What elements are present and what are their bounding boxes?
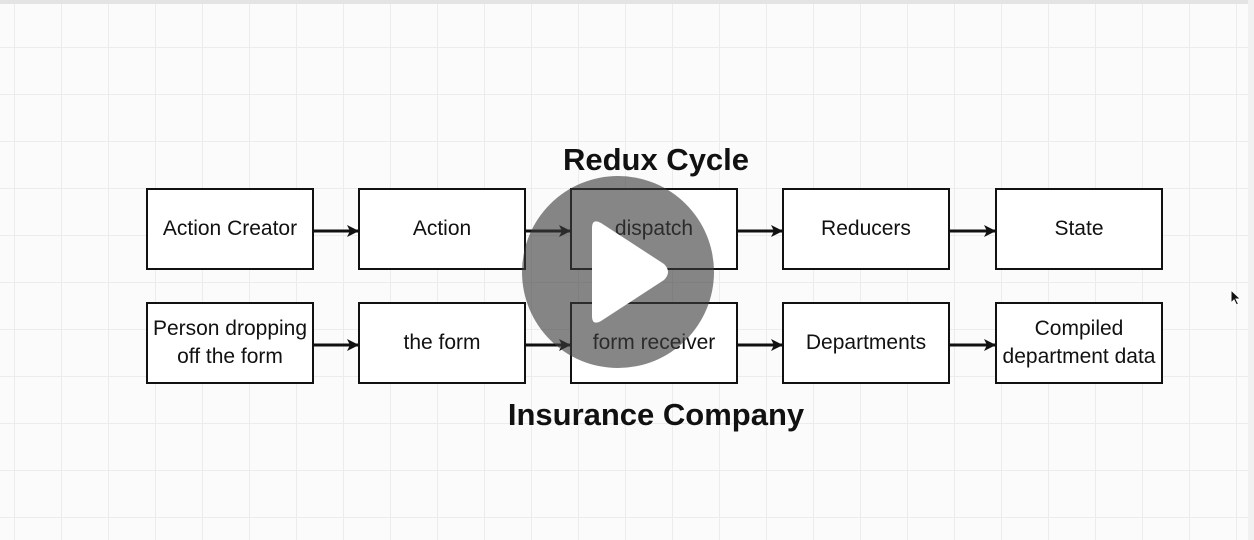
box-departments: Departments xyxy=(782,302,950,384)
box-label: Action Creator xyxy=(162,217,298,240)
box-action-creator: Action Creator xyxy=(146,188,314,270)
play-icon xyxy=(592,221,668,323)
box-compiled-department-data: Compiled department data xyxy=(995,302,1163,384)
right-edge xyxy=(1248,0,1254,540)
box-person-dropping-off: Person dropping off the form xyxy=(146,302,314,384)
box-label: State xyxy=(1054,217,1104,240)
box-reducers: Reducers xyxy=(782,188,950,270)
box-the-form: the form xyxy=(358,302,526,384)
box-label: Person dropping off the form xyxy=(152,317,308,368)
box-action: Action xyxy=(358,188,526,270)
box-label: Action xyxy=(412,217,472,240)
mouse-pointer-icon xyxy=(1230,289,1242,306)
box-label: Compiled department data xyxy=(1002,317,1156,368)
box-state: State xyxy=(995,188,1163,270)
box-label: Departments xyxy=(805,331,927,354)
top-border xyxy=(0,0,1254,4)
box-label: Reducers xyxy=(821,217,911,240)
diagram-title-redux-cycle: Redux Cycle xyxy=(562,142,750,177)
box-label: the form xyxy=(403,331,481,354)
diagram-title-insurance-company: Insurance Company xyxy=(507,397,805,432)
video-play-button[interactable] xyxy=(522,176,714,368)
